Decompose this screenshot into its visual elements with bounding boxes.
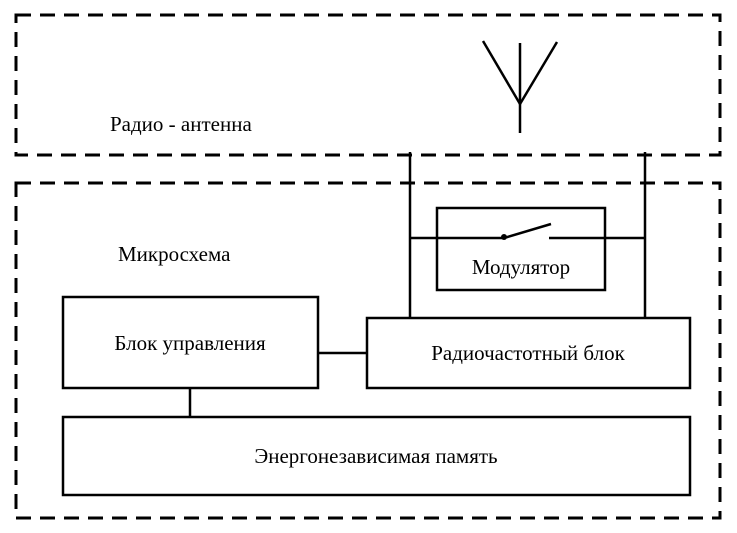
antenna-icon (481, 40, 559, 133)
rf-block-label: Радиочастотный блок (431, 341, 625, 365)
antenna-section-frame (14, 13, 722, 157)
chip-section-label: Микросхема (118, 242, 231, 266)
rf-block-box (365, 316, 692, 390)
control-unit-label: Блок управления (114, 331, 266, 355)
memory-box (61, 415, 692, 497)
modulator-label: Модулятор (472, 255, 570, 279)
modulator-box (435, 206, 607, 292)
antenna-feed-lines (408, 152, 647, 319)
memory-label: Энергонезависимая память (254, 444, 497, 468)
chip-section-frame (14, 181, 722, 520)
antenna-section-label: Радио - антенна (110, 112, 252, 136)
switch-icon (501, 222, 552, 240)
